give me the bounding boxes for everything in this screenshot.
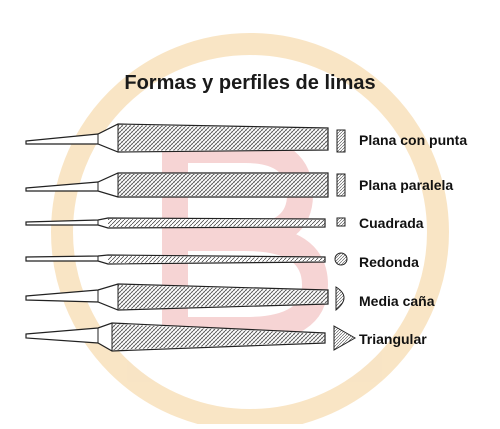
file-redonda [25, 254, 326, 265]
diagram-title: Formas y perfiles de limas [124, 72, 376, 94]
label-cuadrada: Cuadrada [359, 215, 424, 231]
file-media-cana [25, 283, 329, 311]
profile-rectangle [336, 129, 346, 153]
profile-rectangle [336, 173, 346, 197]
file-plana-paralela [25, 172, 329, 198]
file-cuadrada [25, 217, 326, 229]
label-plana-con-punta: Plana con punta [359, 132, 468, 148]
label-media-cana: Media caña [359, 293, 435, 309]
file-plana-con-punta [25, 123, 329, 153]
label-plana-paralela: Plana paralela [359, 177, 454, 193]
brand-logo-watermark [51, 33, 449, 429]
file-triangular [25, 322, 326, 352]
label-redonda: Redonda [359, 254, 419, 270]
profile-triangle [333, 325, 357, 351]
label-triangular: Triangular [359, 331, 427, 347]
profile-half-round [335, 286, 345, 312]
profile-circle [334, 252, 348, 266]
profile-square [336, 217, 346, 227]
